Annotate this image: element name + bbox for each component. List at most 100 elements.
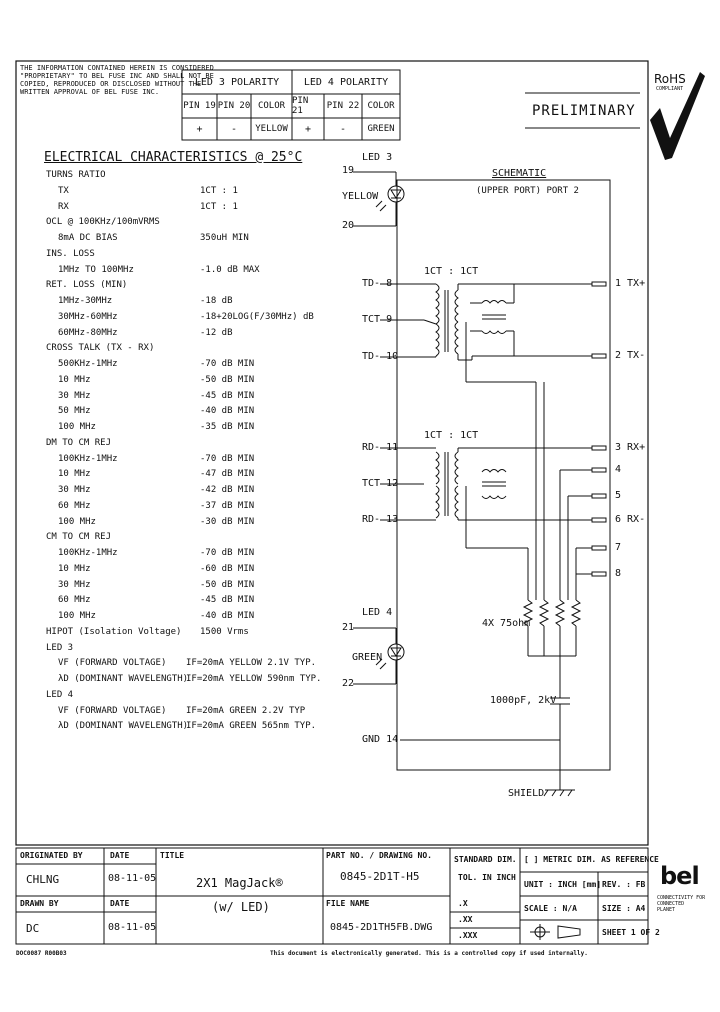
originated-by-label: ORIGINATED BY	[20, 851, 83, 860]
spec-label: λD (DOMINANT WAVELENGTH)	[58, 721, 189, 732]
spec-value: -18 dB	[200, 296, 233, 306]
schematic-subtitle: (UPPER PORT) PORT 2	[476, 186, 579, 196]
spec-value: -18+20LOG(F/30MHz) dB	[200, 311, 314, 322]
rohs-check-icon	[650, 72, 705, 160]
left-pin-label: RD- 11	[362, 442, 399, 453]
right-pin-label: 5	[615, 490, 622, 501]
spec-label: 500KHz-1MHz	[58, 359, 118, 369]
green-label: GREEN	[352, 652, 383, 663]
spec-label: 10 MHz	[58, 563, 91, 574]
spec-value: IF=20mA YELLOW 590nm TYP.	[186, 674, 322, 684]
date-originated: 08-11-05	[108, 873, 157, 884]
ratio-tx-label: 1CT : 1CT	[424, 266, 479, 277]
spec-label: 30 MHz	[58, 485, 91, 495]
company-tagline: CONNECTIVITY FOR CONNECTED PLANET	[657, 895, 706, 913]
right-pin-label: 6 RX-	[615, 514, 646, 525]
spec-label: 10 MHz	[58, 374, 91, 385]
ratio-rx-label: 1CT : 1CT	[424, 430, 479, 441]
polarity-value: +	[196, 123, 203, 135]
spec-value: 1500 Vrms	[200, 626, 249, 637]
drawn-by: DC	[26, 922, 40, 935]
pin20-label: 20	[342, 220, 355, 231]
left-pin-label: TD- 8	[362, 278, 393, 289]
led3-symbol	[387, 185, 405, 203]
sheet-label: SHEET 1 OF 2	[602, 928, 660, 937]
spec-label: 10 MHz	[58, 469, 91, 480]
polarity-value: -	[230, 123, 238, 135]
polarity-header: PIN 22	[326, 101, 360, 111]
polarity-header: PIN 19	[183, 101, 216, 111]
tol-xx: .XX	[458, 915, 473, 924]
spec-value: -42 dB MIN	[200, 485, 255, 495]
spec-label: 100KHz-1MHz	[58, 548, 118, 558]
polarity-header: PIN 20	[217, 101, 251, 111]
electrical-title: ELECTRICAL CHARACTERISTICS @ 25°C	[44, 150, 303, 165]
tol-label: TOL. IN INCH	[458, 873, 516, 882]
spec-value: -45 dB MIN	[200, 390, 255, 401]
date-label: DATE	[110, 899, 130, 908]
polarity-value: -	[339, 123, 347, 135]
spec-label: VF (FORWARD VOLTAGE)	[58, 705, 167, 716]
date-drawn: 08-11-05	[108, 922, 157, 933]
pin19-label: 19	[342, 165, 355, 176]
right-pin-label: 2 TX-	[615, 350, 646, 361]
spec-value: -47 dB MIN	[200, 469, 255, 480]
part-no: 0845-2D1T-H5	[340, 870, 420, 883]
spec-value: -40 dB MIN	[200, 611, 255, 621]
spec-value: IF=20mA YELLOW 2.1V TYP.	[186, 658, 317, 669]
file-name-label: FILE NAME	[326, 899, 370, 908]
size-label: SIZE : A4	[602, 904, 646, 913]
spec-label: 1MHz TO 100MHz	[58, 264, 134, 275]
unit-label: UNIT : INCH [mm]	[524, 880, 602, 889]
resistor-label: 4X 75ohm	[482, 618, 531, 629]
spec-value: 1CT : 1	[200, 201, 238, 212]
led4-symbol	[387, 643, 405, 661]
polarity-value: +	[304, 123, 312, 135]
spec-label: 100 MHz	[58, 611, 96, 621]
left-pin-label: RD- 13	[362, 514, 399, 525]
led3-polarity-title: LED 3 POLARITY	[194, 76, 280, 88]
polarity-header: PIN 21	[292, 96, 309, 116]
spec-value: -70 dB MIN	[200, 548, 255, 558]
spec-label: 100 MHz	[58, 422, 96, 432]
spec-value: -45 dB MIN	[200, 595, 255, 606]
spec-label: 8mA DC BIAS	[58, 233, 118, 243]
spec-label: DM TO CM REJ	[46, 437, 112, 448]
file-name: 0845-2D1TH5FB.DWG	[330, 922, 433, 933]
left-pin-label: TCT 12	[362, 478, 399, 489]
title-line1: 2X1 MagJack®	[196, 876, 283, 890]
spec-label: RX	[58, 201, 69, 212]
spec-value: -70 dB MIN	[200, 359, 255, 369]
spec-value: 1CT : 1	[200, 185, 238, 196]
spec-value: -12 dB	[200, 327, 233, 338]
spec-label: 30 MHz	[58, 390, 91, 401]
led3-label: LED 3	[362, 152, 393, 163]
tol-x: .X	[458, 899, 468, 908]
tol-xxx: .XXX	[458, 931, 478, 940]
spec-label: λD (DOMINANT WAVELENGTH)	[58, 674, 189, 684]
spec-label: INS. LOSS	[46, 248, 95, 259]
spec-label: CROSS TALK (TX - RX)	[46, 343, 155, 354]
spec-value: -30 dB MIN	[200, 516, 255, 527]
left-pin-label: TCT 9	[362, 314, 393, 325]
spec-value: -40 dB MIN	[200, 406, 255, 417]
spec-label: OCL @ 100KHz/100mVRMS	[46, 217, 160, 228]
polarity-value: YELLOW	[255, 124, 288, 134]
gnd-label: GND 14	[362, 734, 399, 745]
spec-label: 60 MHz	[58, 595, 91, 606]
spec-label: 60MHz-80MHz	[58, 327, 118, 338]
spec-value: -60 dB MIN	[200, 563, 255, 574]
right-pin-label: 3 RX+	[615, 442, 646, 453]
spec-label: LED 3	[46, 642, 74, 653]
spec-value: 350uH MIN	[200, 233, 249, 243]
right-pin-label: 4	[615, 464, 622, 475]
title-label: TITLE	[160, 851, 185, 860]
resistor-network	[522, 599, 534, 627]
spec-value: -50 dB MIN	[200, 374, 255, 385]
spec-value: IF=20mA GREEN 2.2V TYP	[186, 705, 306, 716]
schematic-title: SCHEMATIC	[492, 168, 547, 179]
schematic	[353, 171, 611, 797]
polarity-value: GREEN	[367, 124, 395, 134]
spec-label: LED 4	[46, 689, 74, 700]
drawn-by-label: DRAWN BY	[20, 899, 59, 908]
